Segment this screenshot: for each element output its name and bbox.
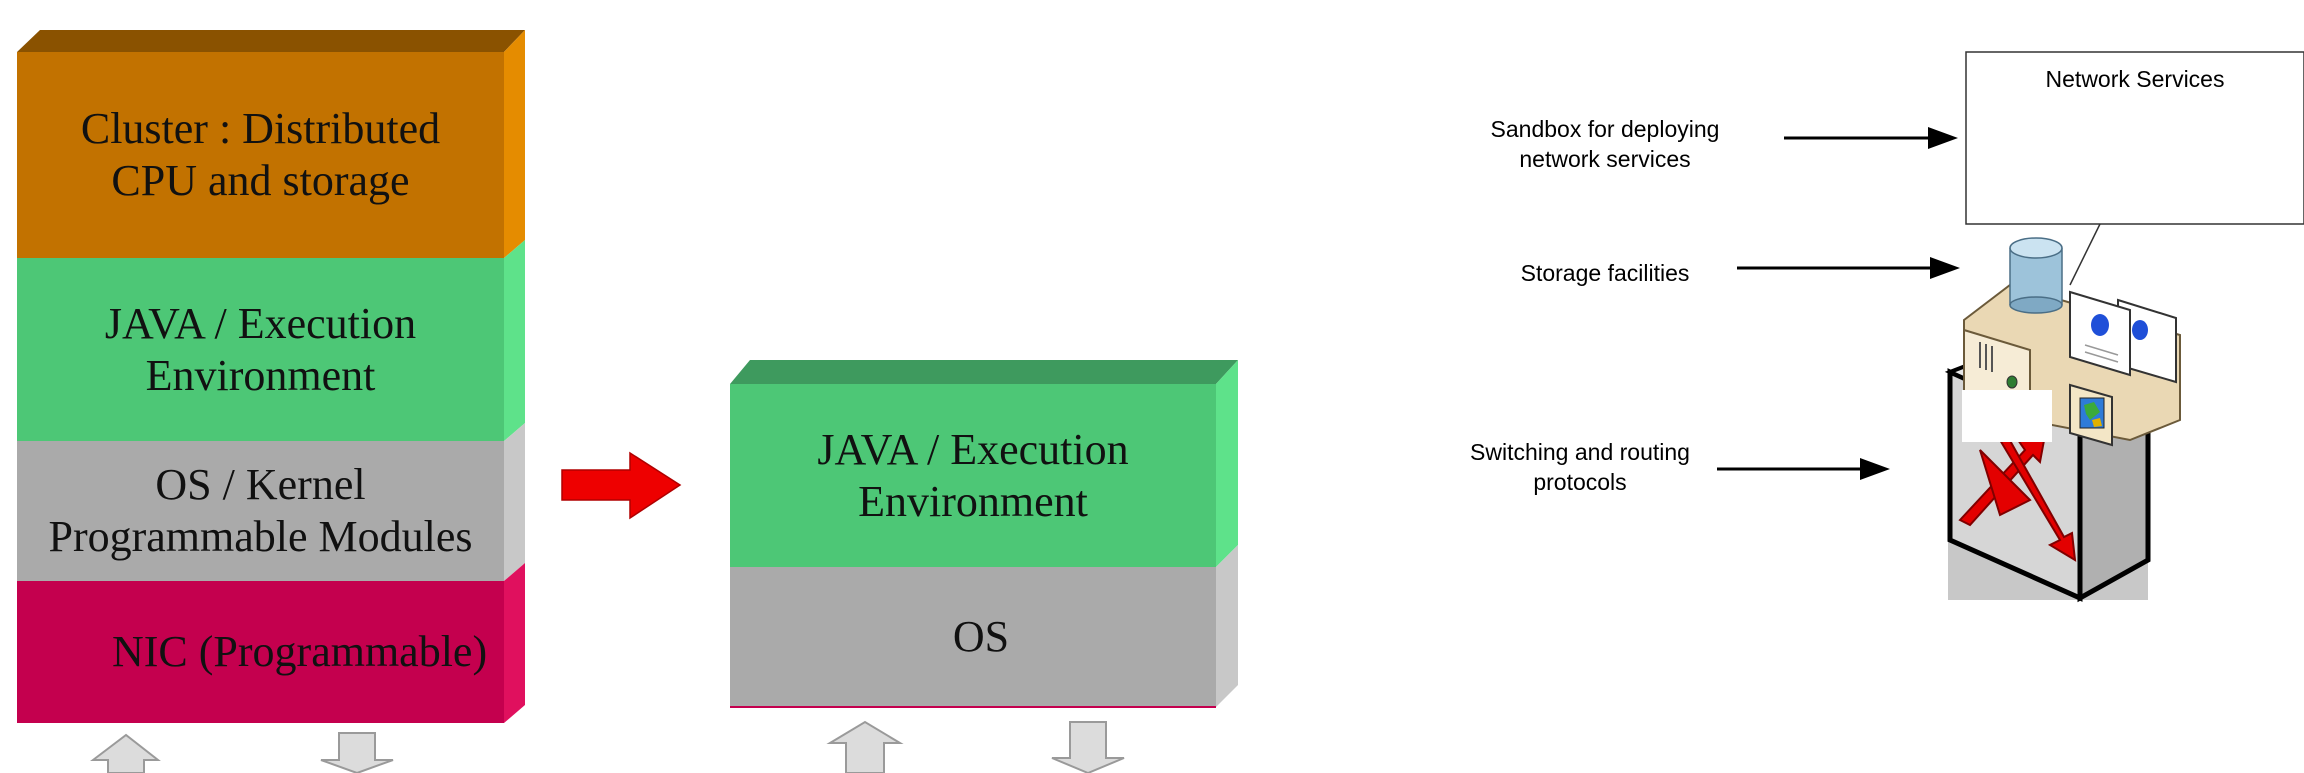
left-layer-cluster-label: Cluster : Distributed CPU and storage: [80, 104, 441, 205]
sandbox-label: Sandbox for deploying network services: [1490, 116, 1720, 172]
service-windows-icon: [2069, 290, 2177, 384]
storage-arrow-head: [1930, 257, 1960, 279]
globe-card-icon: [2069, 383, 2113, 447]
server-led: [2006, 375, 2018, 389]
routing-arrows-icon: [1958, 433, 2077, 562]
mid-layer-os: [730, 567, 1216, 707]
left-stack-side-java: [504, 240, 525, 441]
left-stack-side-nic: [504, 563, 525, 723]
left-stack-top-face: [17, 30, 525, 52]
middle-up-arrow: [826, 720, 904, 773]
layer-nic: [17, 581, 504, 723]
left-stack-side-cluster: [504, 30, 525, 258]
layer-os-kernel: [17, 441, 504, 581]
storage-cylinder-icon: [2009, 237, 2063, 314]
left-stack: [17, 30, 525, 723]
sandbox-arrow-head: [1928, 127, 1958, 149]
storage-facilities-label: Storage facilities: [1520, 260, 1690, 286]
left-layer-nic-label: NIC (Programmable): [112, 627, 488, 676]
mid-layer-java: [730, 384, 1216, 567]
box-connector-line: [2069, 223, 2101, 286]
mid-stack-side-os: [1216, 545, 1238, 707]
left-stack-side-os: [504, 423, 525, 581]
left-down-arrow: [320, 732, 394, 773]
router-device-icon: [1944, 237, 2181, 603]
network-services-box: [1965, 51, 2304, 225]
server-screen-patch: [1962, 390, 2052, 442]
mid-stack-side-java: [1216, 360, 1238, 567]
mid-layer-java-label: JAVA / Execution Environment: [817, 424, 1129, 526]
layer-java: [17, 258, 504, 441]
middle-stack-top-face: [730, 360, 1238, 384]
layer-cluster: [17, 52, 504, 258]
middle-stack: [730, 360, 1238, 708]
switching-arrow-head: [1860, 458, 1890, 480]
mid-layer-os-label: OS: [952, 612, 1010, 661]
left-up-arrow: [90, 733, 161, 773]
pointer-arrows: [1717, 127, 1960, 480]
switching-routing-label: Switching and routing protocols: [1470, 439, 1690, 495]
transition-arrow: [561, 451, 682, 520]
left-layer-os-label: OS / Kernel Programmable Modules: [48, 460, 473, 561]
middle-down-arrow: [1051, 721, 1125, 773]
left-layer-java-label: JAVA / Execution Environment: [104, 298, 417, 400]
network-services-label: Network Services: [2045, 66, 2225, 92]
